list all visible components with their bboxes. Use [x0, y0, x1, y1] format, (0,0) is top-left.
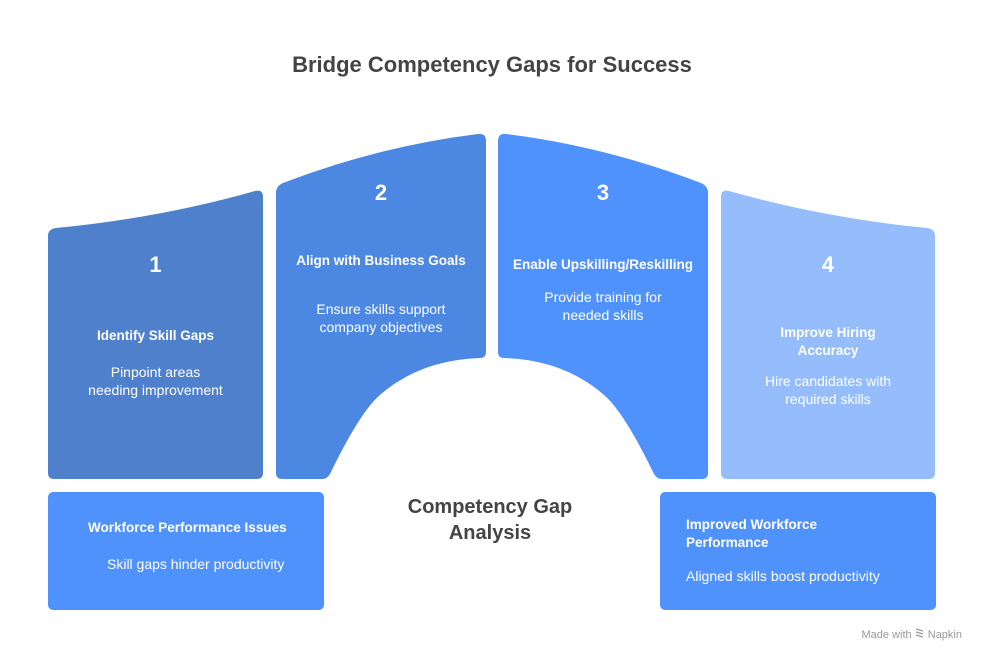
step-1-description: Pinpoint areas needing improvement [88, 364, 223, 398]
napkin-logo-icon [915, 628, 925, 641]
step-1-heading: Identify Skill Gaps [96, 328, 215, 343]
end-box-description: Aligned skills boost productivity [686, 568, 880, 584]
step-3-number: 3 [596, 180, 610, 205]
start-box-heading: Workforce Performance Issues [88, 520, 287, 535]
watermark: Made with Napkin [861, 628, 962, 641]
step-2-description: Ensure skills support company objectives [316, 301, 446, 335]
step-1-number: 1 [149, 252, 162, 277]
step-3-heading: Enable Upskilling/Reskilling [512, 257, 694, 272]
center-label: Competency Gap Analysis [407, 496, 573, 544]
start-box [48, 492, 324, 610]
watermark-brand: Napkin [927, 629, 962, 641]
watermark-prefix: Made with [861, 629, 912, 641]
step-4-description: Hire candidates with required skills [764, 373, 892, 407]
step-2-panel [276, 133, 486, 479]
step-3-description: Provide training for needed skills [544, 289, 662, 323]
step-3-panel [498, 133, 708, 479]
end-box-heading: Improved Workforce Performance [686, 517, 818, 550]
step-4-panel [721, 190, 935, 479]
step-1-panel [48, 190, 263, 479]
step-4-heading: Improve Hiring Accuracy [780, 325, 876, 358]
step-2-heading: Align with Business Goals [296, 253, 466, 268]
start-box-description: Skill gaps hinder productivity [107, 556, 285, 572]
step-2-number: 2 [374, 180, 388, 205]
step-4-number: 4 [821, 252, 835, 277]
diagram-title: Bridge Competency Gaps for Success [292, 52, 692, 77]
end-box [660, 492, 936, 610]
